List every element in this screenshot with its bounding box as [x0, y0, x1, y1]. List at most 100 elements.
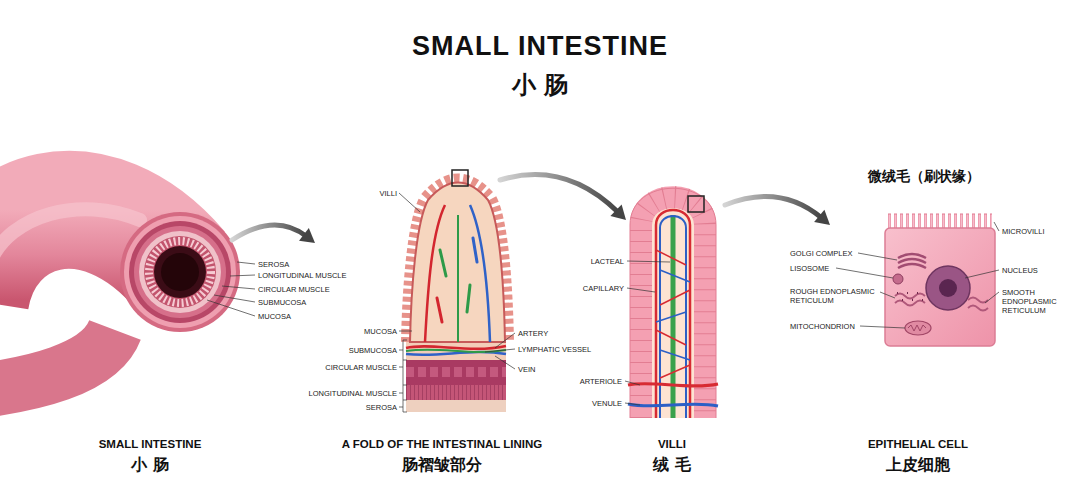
leader-line [207, 300, 255, 316]
muscle-stripes [406, 385, 506, 400]
serosa-inner-ring [124, 216, 236, 328]
panel-caption: A FOLD OF THE INTESTINAL LINING [342, 437, 543, 451]
rough-er [895, 294, 925, 306]
diagram-title: SMALL INTESTINE [0, 30, 1080, 62]
artery [425, 205, 445, 342]
panel-caption: EPITHELIAL CELL [868, 437, 968, 451]
part-label: MITOCHONDRION [790, 322, 855, 331]
flow-arrow [232, 225, 315, 243]
part-label: ARTERIOLE [580, 377, 622, 386]
leader-line [495, 333, 515, 348]
leader-line [237, 262, 255, 264]
leader-line [860, 326, 905, 328]
vein [470, 205, 490, 342]
serosa-layer [406, 400, 506, 412]
smooth-er [968, 298, 988, 311]
illustration-panel: VILLI绒 毛 [626, 190, 725, 477]
part-label: CIRCULAR MUSCLE [325, 363, 397, 372]
leader-line [994, 222, 999, 231]
leader-line [627, 288, 655, 292]
part-label: ARTERY [518, 329, 548, 338]
leader-line [214, 295, 255, 302]
leader-line [965, 270, 999, 278]
leader-line [399, 350, 403, 351]
part-label: LACTEAL [591, 257, 624, 266]
arrow-shaft [232, 225, 306, 240]
ribosomes [897, 293, 923, 300]
lumen [154, 246, 206, 298]
arrow-head [814, 210, 830, 225]
part-label: LONGITUDINAL MUSCLE [309, 389, 398, 398]
part-label: CIRCULAR MUSCLE [258, 285, 330, 294]
lining-fold [406, 170, 506, 412]
leader-lines-3 [625, 261, 670, 405]
layer-bracket [403, 340, 407, 412]
tube-loop [0, 330, 115, 392]
leader-line [230, 275, 255, 276]
mucosa-ring [144, 236, 216, 308]
illustration-panel: SMALL INTESTINE小 肠 [5, 150, 232, 477]
zoom-square [688, 196, 704, 212]
leader-line [399, 393, 403, 394]
villus-rod [467, 285, 470, 312]
part-label: VILLI [379, 189, 397, 198]
leader-lines-2 [399, 193, 515, 412]
lysosome [893, 274, 903, 284]
panel-caption-zh: 上皮细胞 [886, 455, 950, 475]
part-label: CAPILLARY [583, 284, 624, 293]
part-label: SMOOTH EDNOPLASMIC RETICULUM [1002, 288, 1076, 315]
part-label: NUCLEUS [1002, 266, 1038, 275]
flow-arrow [725, 196, 830, 225]
part-label: VENULE [592, 399, 622, 408]
arrow-head [299, 228, 315, 243]
panel-caption: VILLI [658, 437, 686, 451]
fold-body [410, 183, 505, 343]
mitochondrion [905, 321, 931, 335]
panel-caption-zh: 小 肠 [131, 455, 169, 475]
part-label: SEROSA [258, 260, 289, 269]
muscle-texture [406, 367, 506, 377]
capillary-links [656, 270, 690, 360]
leader-line [625, 381, 640, 385]
leader-line [399, 193, 420, 212]
leader-line [985, 292, 999, 303]
leader-line [222, 286, 255, 289]
leader-lines-1 [207, 262, 255, 316]
leader-line [399, 367, 403, 368]
cell-body [885, 228, 995, 346]
leader-line [495, 356, 515, 369]
nucleus [926, 266, 970, 310]
villus-rod [440, 250, 446, 276]
arteriole [628, 384, 718, 386]
flow-arrow [500, 174, 626, 220]
part-label: ROUGH EDNOPLASMIC RETICULUM [790, 287, 876, 305]
capillary-links [656, 250, 690, 378]
part-label: LONGITUDINAL MUSCLE [258, 271, 347, 280]
part-label: MICROVILLI [1002, 227, 1045, 236]
epithelial-cell [885, 222, 995, 346]
lymphatic [457, 215, 459, 342]
leader-line [399, 331, 412, 332]
lumen-core [161, 253, 199, 291]
villi-fringe [149, 241, 211, 303]
leader-line [485, 349, 515, 352]
arrow-shaft [500, 174, 618, 212]
circular-muscle-ring [134, 226, 226, 318]
part-label: VEIN [518, 365, 536, 374]
villus [628, 188, 718, 418]
cristae [908, 325, 926, 331]
villus-rod [473, 238, 477, 262]
diagram-subtitle: 小 肠 [512, 70, 568, 100]
leader-line [858, 253, 897, 260]
part-label: SUBMUCOSA [349, 346, 397, 355]
arrow-shaft [725, 196, 822, 217]
leader-line [836, 268, 893, 278]
cross-section [120, 212, 240, 332]
part-label: MUCOSA [364, 327, 397, 336]
villi-fingers [410, 183, 505, 343]
submucosa-artery [406, 346, 506, 349]
venule [628, 404, 718, 406]
longitudinal-muscle-ring [129, 221, 231, 323]
zoom-square [452, 170, 468, 186]
